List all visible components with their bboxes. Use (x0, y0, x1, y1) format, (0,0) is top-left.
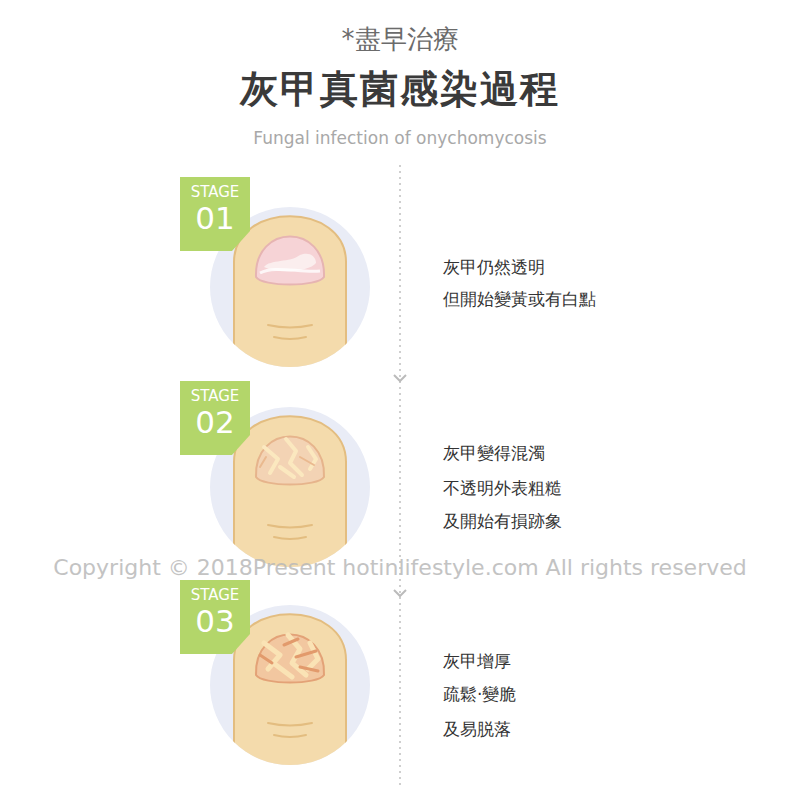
description: 及開始有損跡象 (443, 510, 562, 533)
stage-number: 02 (180, 405, 250, 439)
stage-label: STAGE (180, 586, 250, 604)
subheading: *盡早治療 (0, 22, 800, 57)
chevron (394, 590, 406, 596)
description: 不透明外表粗糙 (443, 477, 562, 500)
stage-number: 03 (180, 604, 250, 638)
description: 灰甲仍然透明 (443, 256, 545, 279)
stage-badge: STAGE02 (180, 381, 250, 455)
chevron (394, 375, 406, 381)
description: 及易脱落 (443, 718, 511, 741)
description: 灰甲增厚 (443, 650, 511, 673)
stage-number: 01 (180, 201, 250, 235)
description: 灰甲變得混濁 (443, 442, 545, 465)
watermark: Copyright © 2018Present hotinlifestyle.c… (0, 555, 800, 580)
title: 灰甲真菌感染過程 (0, 64, 800, 115)
description: 但開始變黃或有白點 (443, 288, 596, 311)
subtitle: Fungal infection of onychomycosis (0, 128, 800, 148)
stage-label: STAGE (180, 183, 250, 201)
description: 疏鬆‧變脆 (443, 683, 516, 706)
stage-badge: STAGE01 (180, 177, 250, 251)
stage-badge: STAGE03 (180, 580, 250, 654)
dotted-line (399, 165, 401, 785)
stage-label: STAGE (180, 387, 250, 405)
